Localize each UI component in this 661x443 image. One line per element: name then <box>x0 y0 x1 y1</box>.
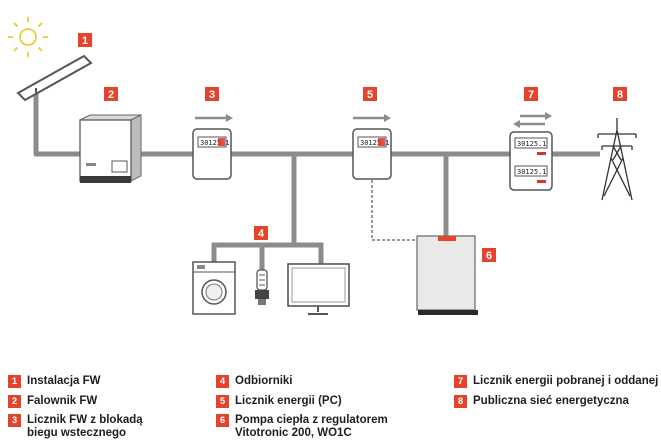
sun-icon <box>8 17 48 57</box>
legend-label: Licznik energii pobranej i oddanej <box>473 375 659 387</box>
badge-6: 6 <box>482 248 496 262</box>
meter-3-icon: 30125.1 <box>192 114 233 180</box>
svg-text:1: 1 <box>82 35 88 47</box>
legend-item-1: 1 Instalacja FW <box>8 375 101 388</box>
meter-5-reading: 30125.1 <box>360 139 390 147</box>
light-bulb-icon <box>255 269 269 305</box>
badge-5: 5 <box>363 87 377 101</box>
legend-item-4: 4 Odbiorniki <box>216 375 293 388</box>
svg-text:8: 8 <box>617 89 623 101</box>
meter-7-icon: 30125.1 30125.1 <box>509 112 553 191</box>
svg-text:6: 6 <box>486 250 492 262</box>
badge-1: 1 <box>78 33 92 47</box>
svg-text:7: 7 <box>528 89 534 101</box>
legend-label: Falownik FW <box>27 395 98 407</box>
badge-4: 4 <box>254 226 268 240</box>
meter-5-icon: 30125.1 <box>352 114 392 180</box>
power-pylon-icon <box>597 118 637 201</box>
badge-3: 3 <box>205 87 219 101</box>
legend-item-6: 6 Pompa ciepła z regulatorem Vitotronic … <box>216 414 388 440</box>
legend-item-8: 8 Publiczna sieć energetyczna <box>454 395 629 408</box>
legend-item-5: 5 Licznik energii (PC) <box>216 395 342 408</box>
meter-7-top-reading: 30125.1 <box>517 140 547 148</box>
badge-8: 8 <box>613 87 627 101</box>
svg-text:4: 4 <box>258 228 265 240</box>
legend-item-7: 7 Licznik energii pobranej i oddanej <box>454 375 658 388</box>
control-signal-line <box>371 180 417 241</box>
legend-label: Licznik FW z blokadą biegu wstecznego <box>27 414 143 439</box>
monitor-icon <box>287 263 350 315</box>
inverter-icon <box>79 114 142 183</box>
legend-label: Instalacja FW <box>27 375 101 387</box>
svg-text:5: 5 <box>367 89 373 101</box>
meter-3-reading: 30125.1 <box>200 139 230 147</box>
legend-item-2: 2 Falownik FW <box>8 395 97 408</box>
badge-2: 2 <box>104 87 118 101</box>
legend-label: Publiczna sieć energetyczna <box>473 395 629 407</box>
washing-machine-icon <box>192 261 236 315</box>
legend-label: Licznik energii (PC) <box>235 395 342 407</box>
svg-text:2: 2 <box>108 89 114 101</box>
svg-text:3: 3 <box>209 89 215 101</box>
energy-flow-diagram: 30125.1 30125.1 30125.1 30125.1 <box>8 17 637 315</box>
legend-label: Odbiorniki <box>235 375 293 387</box>
legend-item-3: 3 Licznik FW z blokadą biegu wstecznego <box>8 414 143 440</box>
legend-label: Pompa ciepła z regulatorem Vitotronic 20… <box>235 414 388 439</box>
heat-pump-icon <box>416 235 478 315</box>
solar-panel-icon <box>16 54 93 102</box>
badge-7: 7 <box>524 87 538 101</box>
meter-7-bottom-reading: 30125.1 <box>517 168 547 176</box>
